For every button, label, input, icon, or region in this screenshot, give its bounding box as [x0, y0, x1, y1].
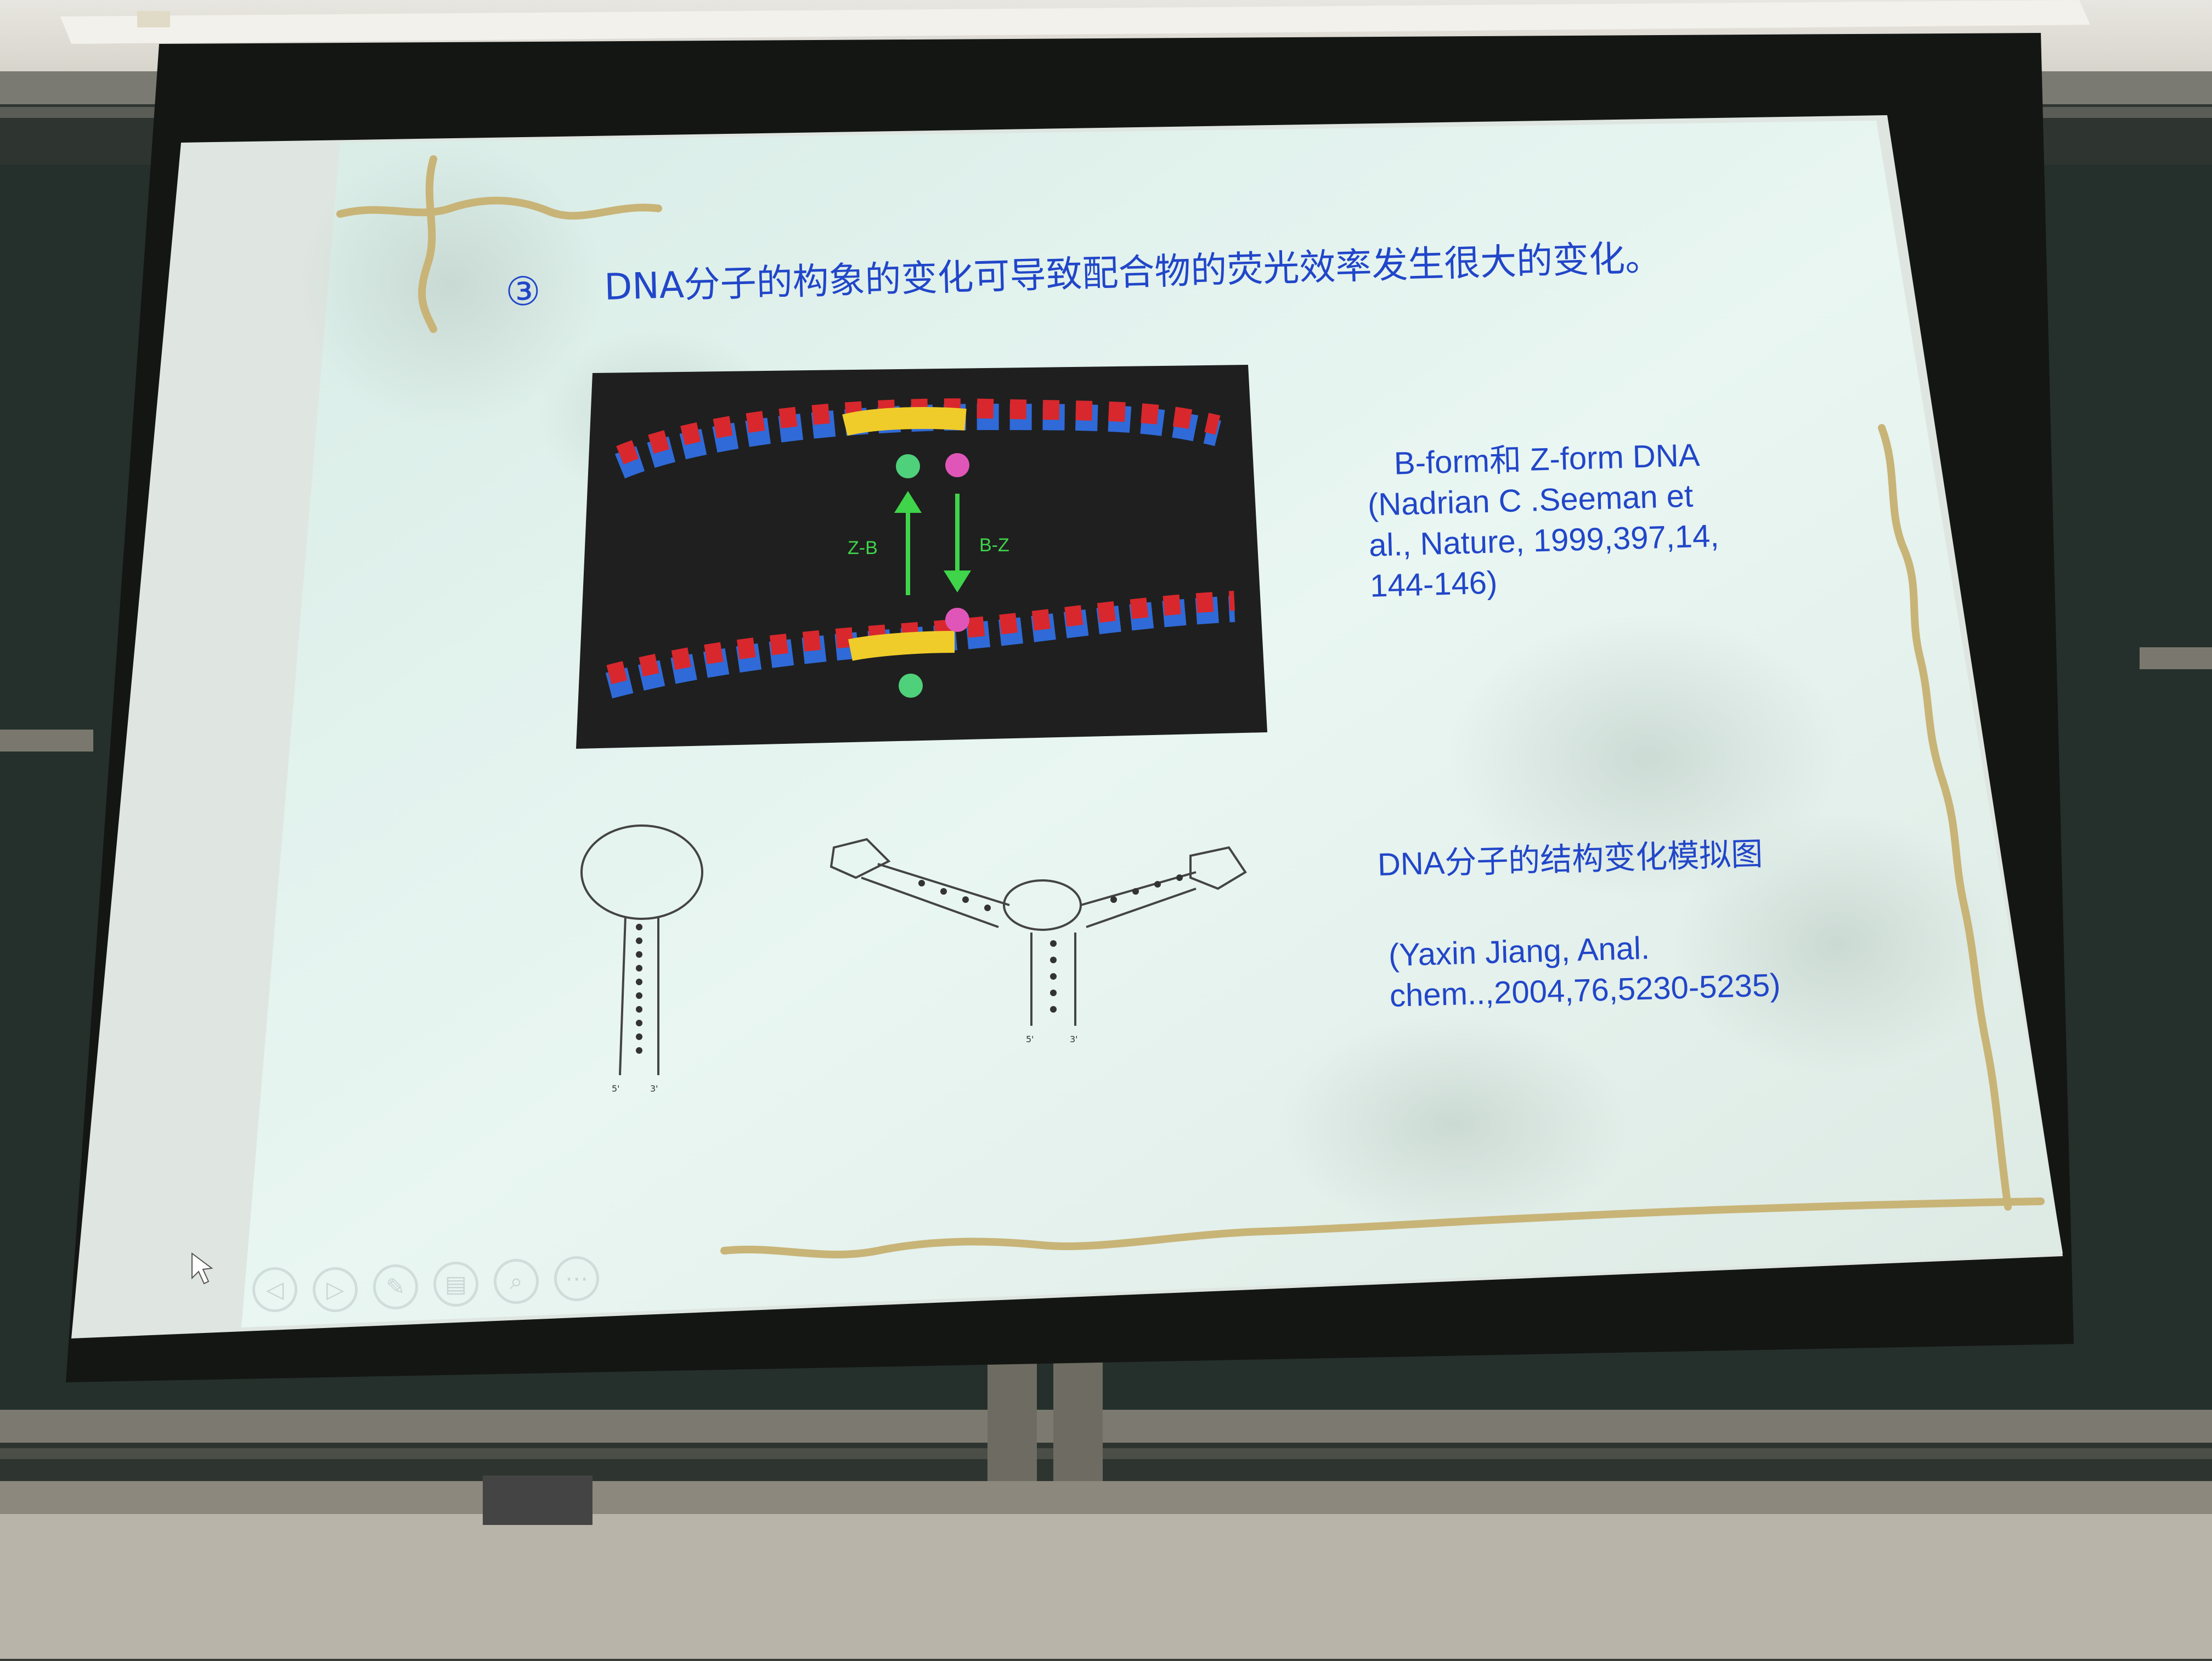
vine-right	[1878, 424, 2012, 1211]
b-z-label: B-Z	[979, 535, 1009, 556]
dna-form-caption: B-form和 Z-form DNA (Nadrian C .Seeman et…	[1366, 434, 1720, 607]
lower-helix	[605, 591, 1235, 699]
more-icon[interactable]: ⋯	[554, 1256, 599, 1301]
title-number: ③	[505, 268, 541, 315]
three-way-junction: 5' 3'	[830, 838, 1247, 1044]
hairpin-structure: 5' 3'	[580, 824, 703, 1094]
slides-icon[interactable]: ▤	[433, 1262, 478, 1307]
pen-icon[interactable]: ✎	[373, 1264, 418, 1309]
upper-helix	[614, 398, 1221, 479]
structure-citation: (Yaxin Jiang, Anal. chem..,2004,76,5230-…	[1388, 924, 1781, 1016]
hairpin-3-end: 3'	[650, 1083, 658, 1094]
junction-3-end: 3'	[1070, 1034, 1078, 1044]
zoom-icon[interactable]: ⌕	[494, 1259, 539, 1304]
junction-5-end: 5'	[1026, 1034, 1034, 1044]
prev-slide-icon[interactable]: ◁	[252, 1267, 297, 1312]
dna-helix-figure: Z-B B-Z	[576, 365, 1267, 749]
next-slide-icon[interactable]: ▷	[313, 1267, 358, 1312]
z-b-label: Z-B	[848, 538, 878, 558]
hairpin-5-end: 5'	[612, 1083, 620, 1094]
mouse-cursor	[191, 1252, 213, 1285]
vine-bottom	[720, 1197, 2045, 1258]
vine-top-left	[336, 155, 662, 333]
